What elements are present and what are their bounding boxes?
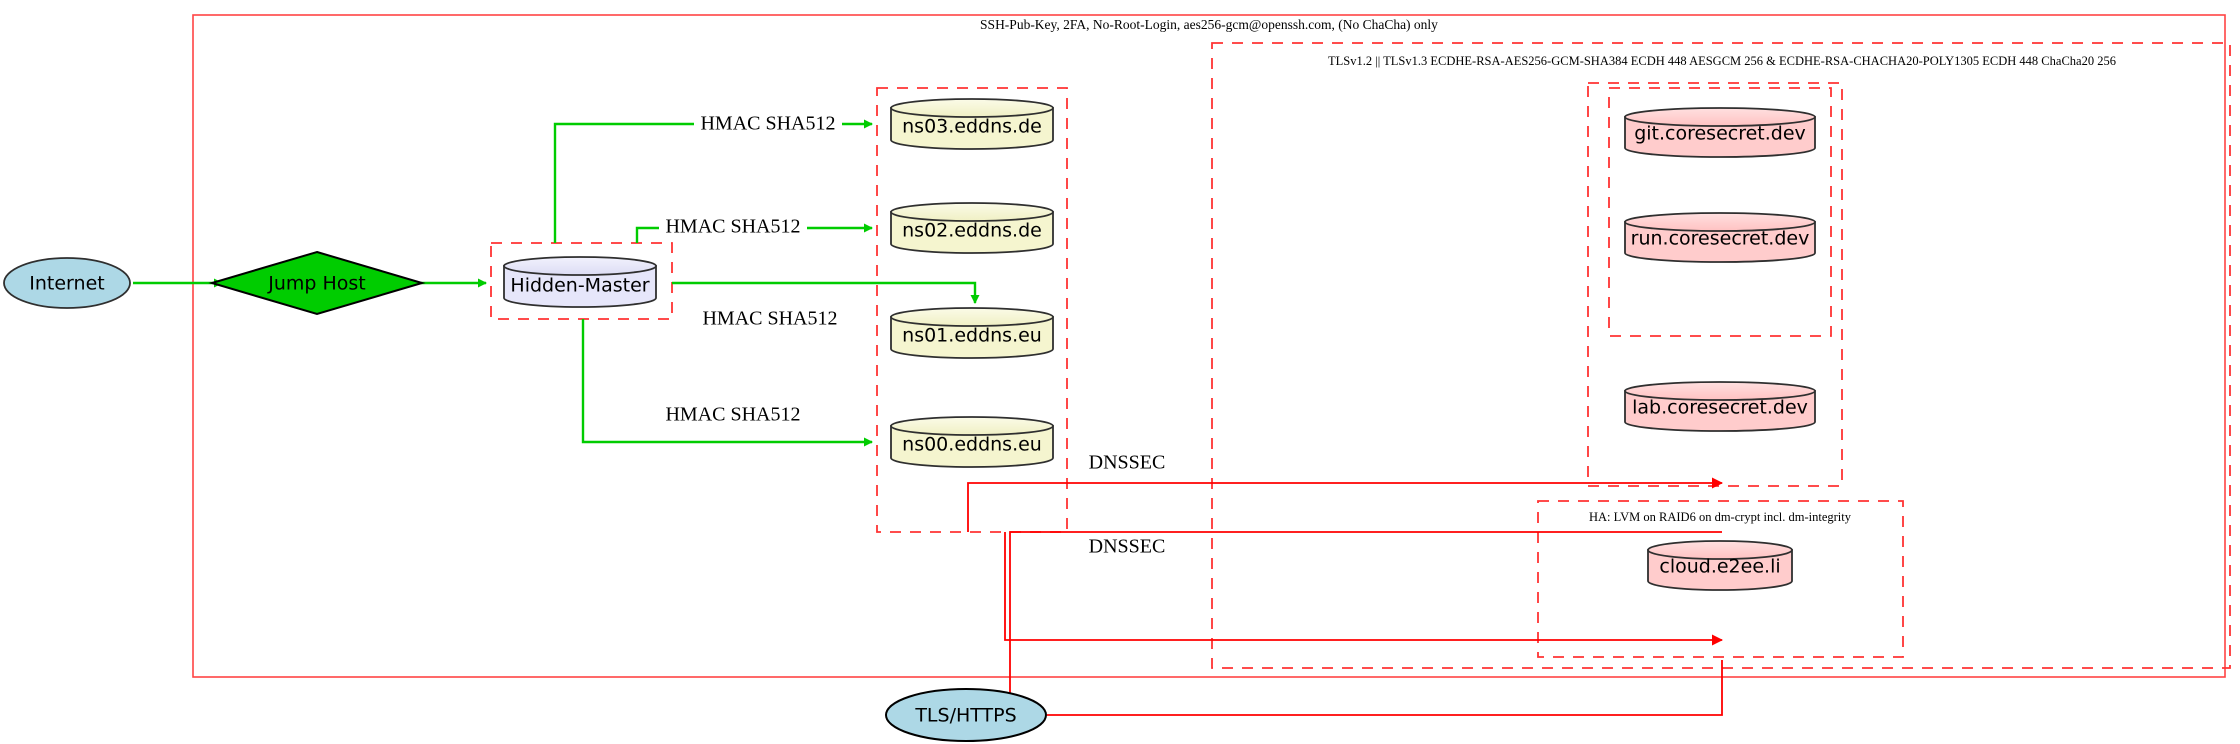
node-cloud-e2ee[interactable]: cloud.e2ee.li bbox=[1647, 540, 1793, 591]
edges-red bbox=[967, 477, 1723, 716]
edge-label-dnssec-upper: DNSSEC bbox=[1089, 452, 1166, 474]
node-run-coresecret[interactable]: run.coresecret.dev bbox=[1624, 212, 1816, 263]
cluster-ssh-label: SSH-Pub-Key, 2FA, No-Root-Login, aes256-… bbox=[980, 17, 1438, 32]
node-ns02[interactable]: ns02.eddns.de bbox=[890, 202, 1054, 254]
node-lab-coresecret[interactable]: lab.coresecret.dev bbox=[1624, 381, 1816, 432]
edge-tls-coresecret bbox=[1009, 531, 1722, 697]
edge-label-hmac-ns01: HMAC SHA512 bbox=[702, 308, 837, 330]
node-ns03[interactable]: ns03.eddns.de bbox=[890, 98, 1054, 150]
edge-hm-ns00 bbox=[581, 319, 873, 447]
cluster-tls-label: TLSv1.2 || TLSv1.3 ECDHE-RSA-AES256-GCM-… bbox=[1328, 54, 2116, 68]
node-tls-https[interactable]: TLS/HTTPS bbox=[885, 688, 1047, 742]
node-ns01[interactable]: ns01.eddns.eu bbox=[890, 307, 1054, 359]
node-jump-host[interactable]: Jump Host bbox=[208, 250, 426, 316]
edge-label-hmac-ns03: HMAC SHA512 bbox=[700, 113, 835, 135]
edge-labels: HMAC SHA512 HMAC SHA512 HMAC SHA512 HMAC… bbox=[659, 113, 1165, 558]
cluster-dns bbox=[876, 87, 1068, 533]
node-ns00[interactable]: ns00.eddns.eu bbox=[890, 416, 1054, 468]
cluster-ha-label: HA: LVM on RAID6 on dm-crypt incl. dm-in… bbox=[1589, 510, 1852, 524]
edge-hm-ns01 bbox=[672, 281, 980, 304]
edge-dnssec-coresecret bbox=[967, 477, 1723, 532]
node-hidden-master[interactable]: Hidden-Master bbox=[503, 256, 657, 308]
edge-label-hmac-ns00: HMAC SHA512 bbox=[665, 404, 800, 426]
edge-label-hmac-ns02: HMAC SHA512 bbox=[665, 216, 800, 238]
edge-tls-cloud bbox=[1047, 660, 1723, 716]
cluster-ssh: SSH-Pub-Key, 2FA, No-Root-Login, aes256-… bbox=[192, 14, 2226, 678]
node-internet[interactable]: Internet bbox=[3, 257, 131, 309]
cluster-tls: TLSv1.2 || TLSv1.3 ECDHE-RSA-AES256-GCM-… bbox=[1211, 42, 2231, 669]
cluster-ha: HA: LVM on RAID6 on dm-crypt incl. dm-in… bbox=[1537, 500, 1904, 658]
edge-label-dnssec-lower: DNSSEC bbox=[1089, 536, 1166, 558]
node-git-coresecret[interactable]: git.coresecret.dev bbox=[1624, 107, 1816, 158]
cluster-hidden-master bbox=[490, 242, 673, 320]
cluster-coresecret-inner bbox=[1608, 87, 1832, 337]
edge-dnssec-cloud bbox=[1004, 532, 1723, 646]
